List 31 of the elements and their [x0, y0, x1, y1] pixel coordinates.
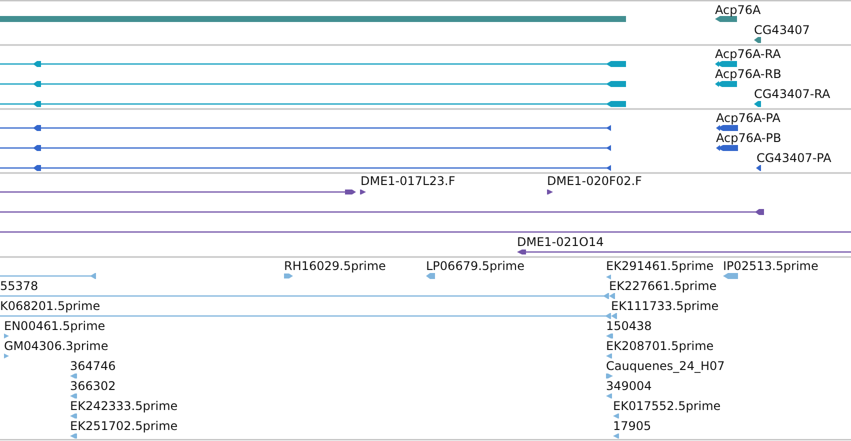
- feature-label: 17905: [613, 418, 652, 432]
- feature-label: DME1-021O14: [517, 235, 604, 249]
- feature-label: EK242333.5prime: [70, 398, 178, 412]
- feature-label: CG43407-PA: [756, 151, 832, 165]
- feature-label: Acp76A-PB: [716, 131, 782, 145]
- feature-label: EK017552.5prime: [613, 398, 721, 412]
- feature-label: EK208701.5prime: [606, 338, 714, 352]
- feature-label: DME1-017L23.F: [360, 174, 456, 188]
- feature-label: Acp76A: [715, 2, 761, 16]
- feature-label: EN00461.5prime: [4, 318, 106, 332]
- feature-label: 150438: [606, 318, 652, 332]
- feature-label: GM04306.3prime: [4, 338, 108, 352]
- feature-label: LP06679.5prime: [426, 258, 525, 272]
- feature-label: RH16029.5prime: [284, 258, 386, 272]
- feature-label: Acp76A-RB: [715, 66, 782, 80]
- feature-label: 349004: [606, 378, 652, 392]
- feature-label: 55378: [0, 278, 38, 292]
- feature-label: CG43407-RA: [754, 86, 830, 100]
- feature-label: 366302: [70, 378, 116, 392]
- feature-label: EK111733.5prime: [611, 298, 719, 312]
- feature-label: Acp76A-RA: [715, 46, 781, 60]
- feature-label: EK291461.5prime: [606, 258, 714, 272]
- feature-label: 364746: [70, 358, 116, 372]
- feature-label: CG43407: [754, 22, 810, 36]
- feature-label: DME1-020F02.F: [547, 174, 642, 188]
- feature-label: Cauquenes_24_H07: [606, 358, 725, 372]
- feature-label: EK227661.5prime: [609, 278, 717, 292]
- feature-label: Acp76A-PA: [716, 111, 780, 125]
- feature-label: EK251702.5prime: [70, 418, 178, 432]
- feature-label: K068201.5prime: [0, 298, 100, 312]
- feature-label: IP02513.5prime: [723, 258, 818, 272]
